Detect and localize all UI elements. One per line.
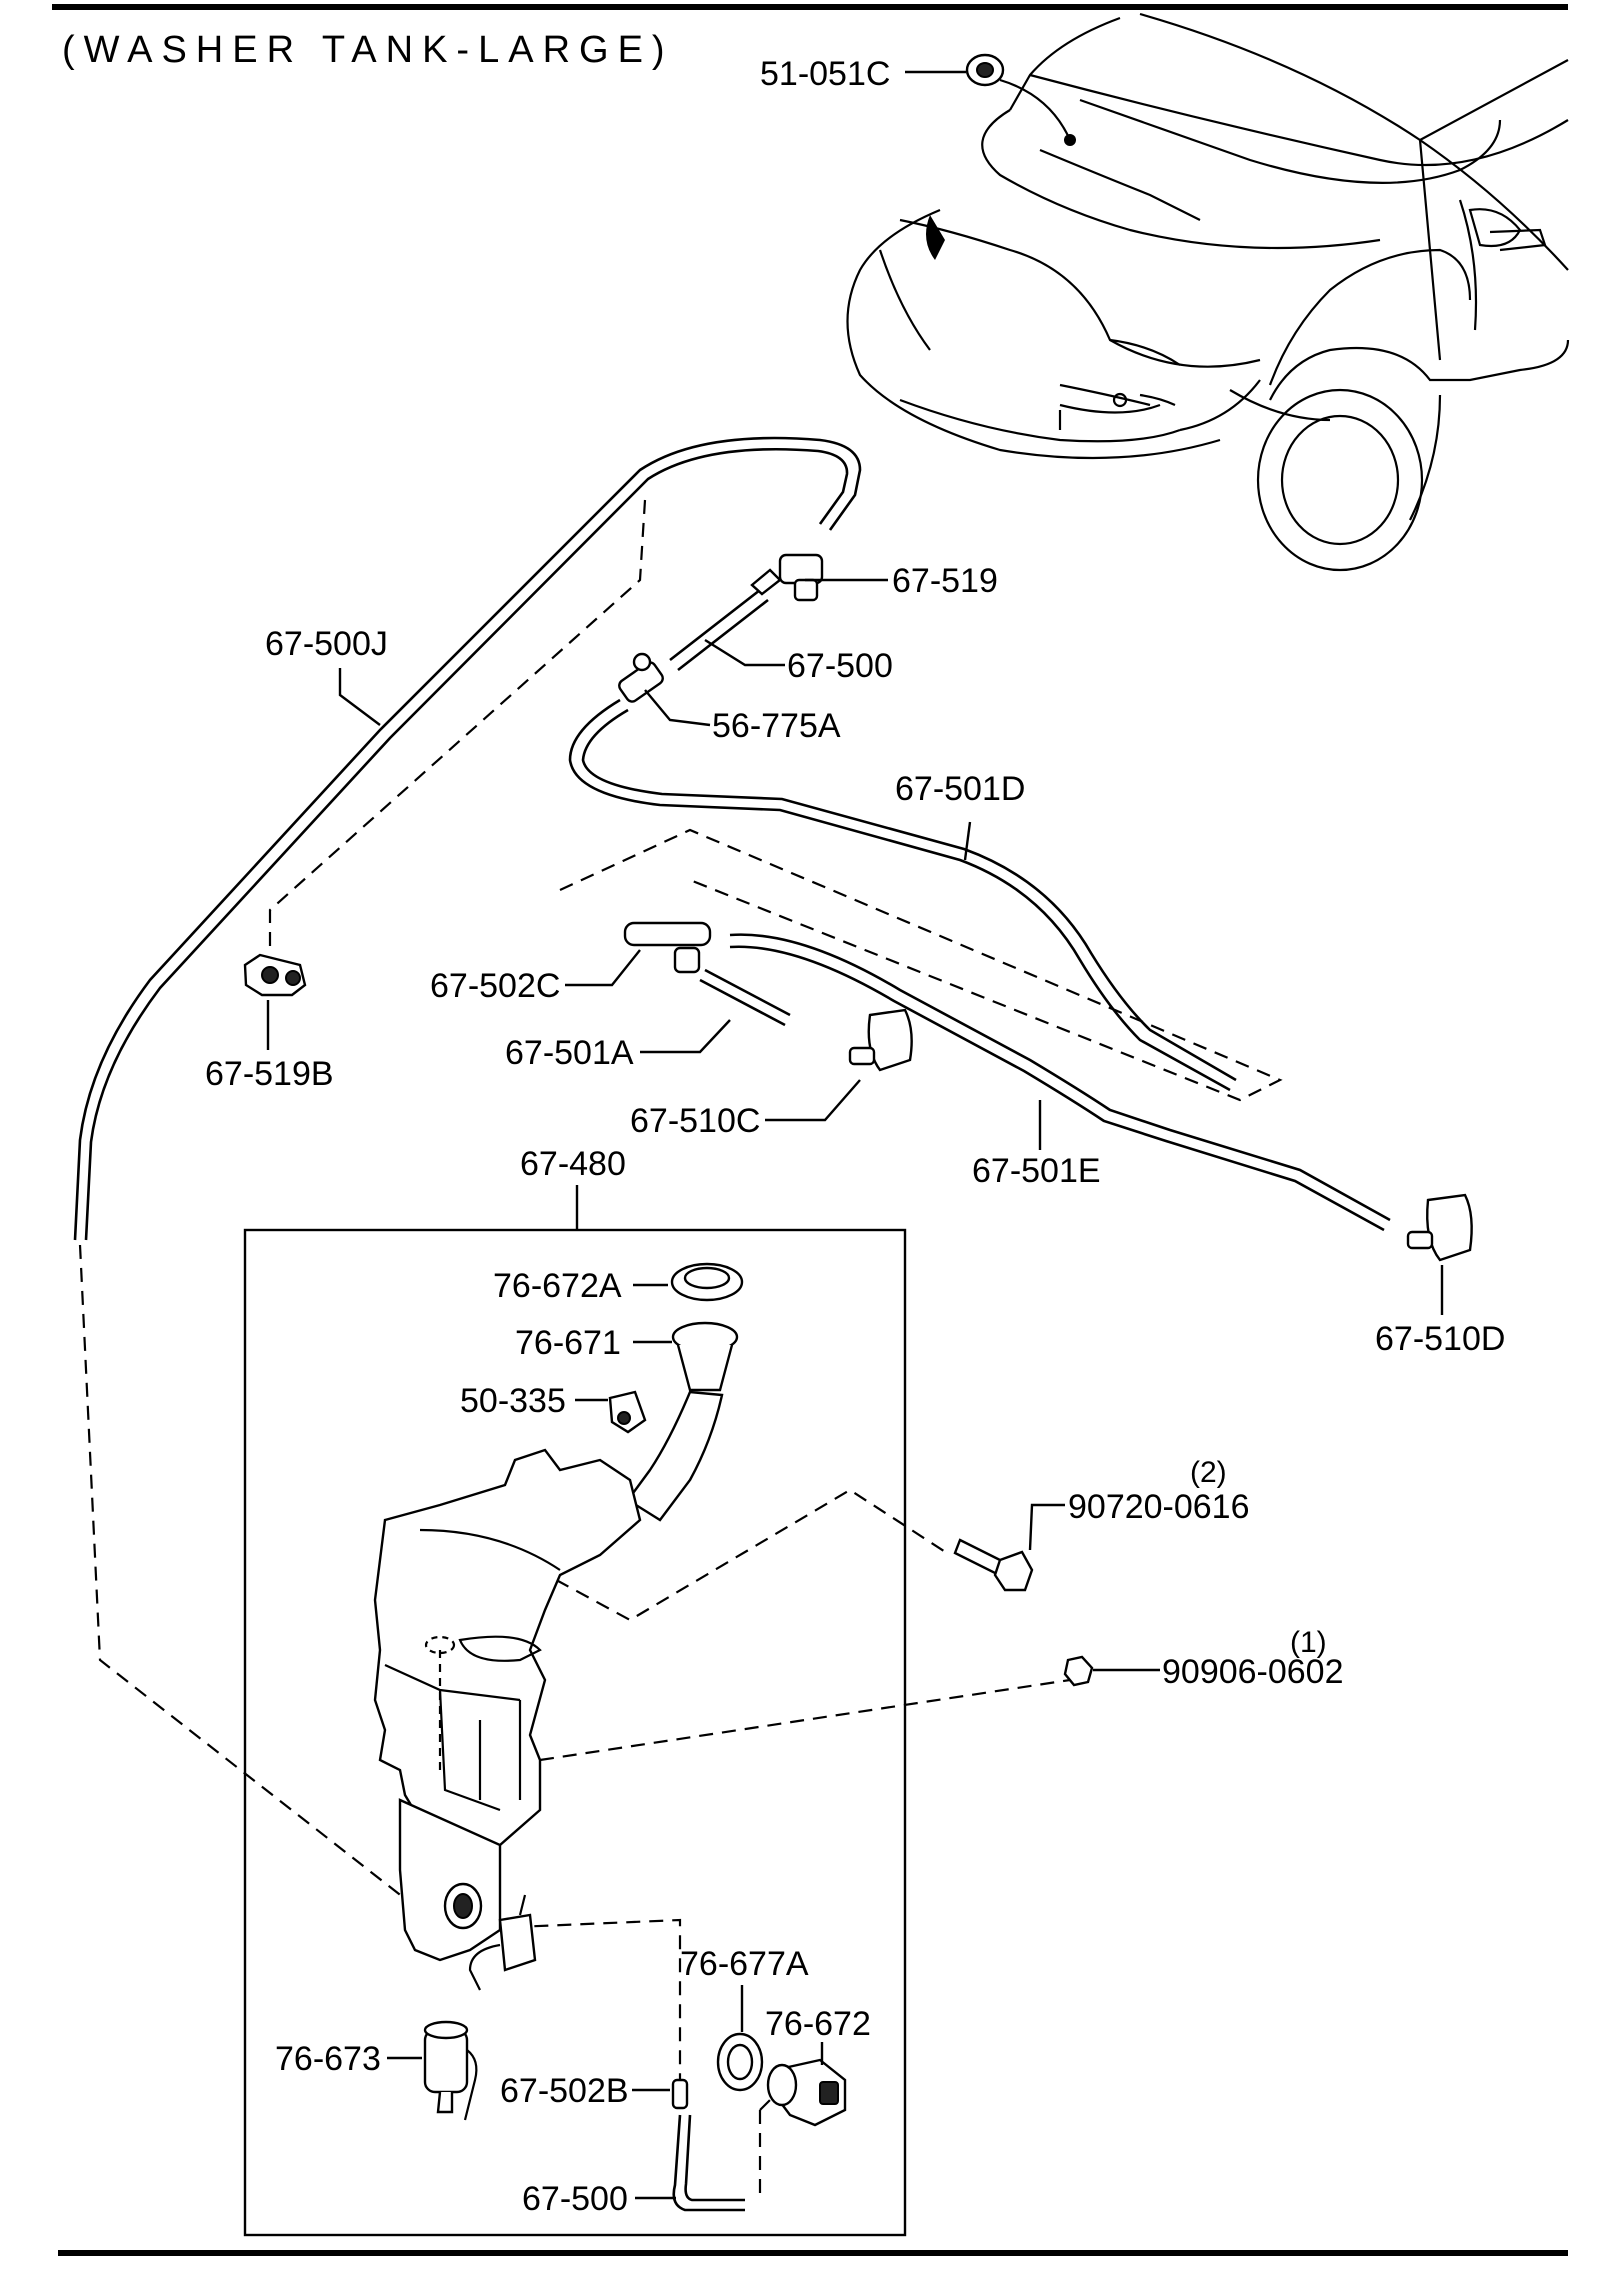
nozzle-67-510C [848,1008,913,1072]
washer-hose-67-501D [568,698,1237,1092]
washer-pump-76-673 [423,1894,537,2121]
washer-hose-67-500-top [669,588,769,672]
label-67-519B: 67-519B [205,1055,334,1093]
label-67-502C: 67-502C [430,967,560,1005]
level-sensor-76-677A-seal [716,2032,764,2092]
label-67-510C: 67-510C [630,1102,760,1140]
washer-tank-assembly-box [243,1228,907,2237]
t-joint-67-519 [750,553,824,602]
filler-neck-76-671 [626,1321,739,1522]
washer-hose-67-500-bottom [672,2114,745,2212]
label-76-673: 76-673 [275,2040,381,2078]
clip-67-519B [243,953,307,997]
label-50-335: 50-335 [460,1382,566,1420]
diagram-title: (WASHER TANK-LARGE) [62,29,674,71]
bottom-border-rule [58,2250,1568,2256]
label-67-501A: 67-501A [505,1034,634,1072]
level-sensor-76-672 [766,2058,847,2127]
washer-hose-67-501E [729,933,1391,1232]
label-67-500-top: 67-500 [787,647,893,685]
label-76-677A: 76-677A [680,1945,809,1983]
washer-hose-67-501A [699,968,791,1027]
grommet-51-051C [965,53,1072,141]
label-76-672A: 76-672A [493,1267,622,1305]
label-67-480: 67-480 [520,1145,626,1183]
top-border-rule [52,4,1568,10]
label-76-671: 76-671 [515,1324,621,1362]
label-67-510D: 67-510D [1375,1320,1505,1358]
joint-67-502C [623,921,712,974]
nut-90906-0602 [1063,1655,1094,1687]
car-illustration [846,12,1570,572]
joint-67-502B [671,2078,689,2110]
leader-lines [266,70,1444,2200]
label-90906-0602: 90906-0602 [1162,1653,1344,1691]
label-67-501D: 67-501D [895,770,1025,808]
label-56-775A: 56-775A [712,707,841,745]
washer-tank-body [373,1448,642,1962]
qty-90720-0616: (2) [1190,1456,1227,1489]
label-51-051C: 51-051C [760,55,890,93]
qty-90906-0602: (1) [1290,1626,1327,1659]
bolt-90720-0616 [953,1538,1034,1592]
nozzle-67-510D [1406,1193,1473,1262]
connector-56-775A [618,652,664,703]
filter-cap-76-672A [670,1262,744,1302]
washer-hose-67-500J [73,436,862,1241]
label-90720-0616: 90720-0616 [1068,1488,1250,1526]
label-67-500J: 67-500J [265,625,388,663]
label-67-501E: 67-501E [972,1152,1101,1190]
label-67-519: 67-519 [892,562,998,600]
clip-50-335 [608,1390,647,1434]
label-76-672: 76-672 [765,2005,871,2043]
label-67-502B: 67-502B [500,2072,629,2110]
label-67-500-bottom: 67-500 [522,2180,628,2218]
